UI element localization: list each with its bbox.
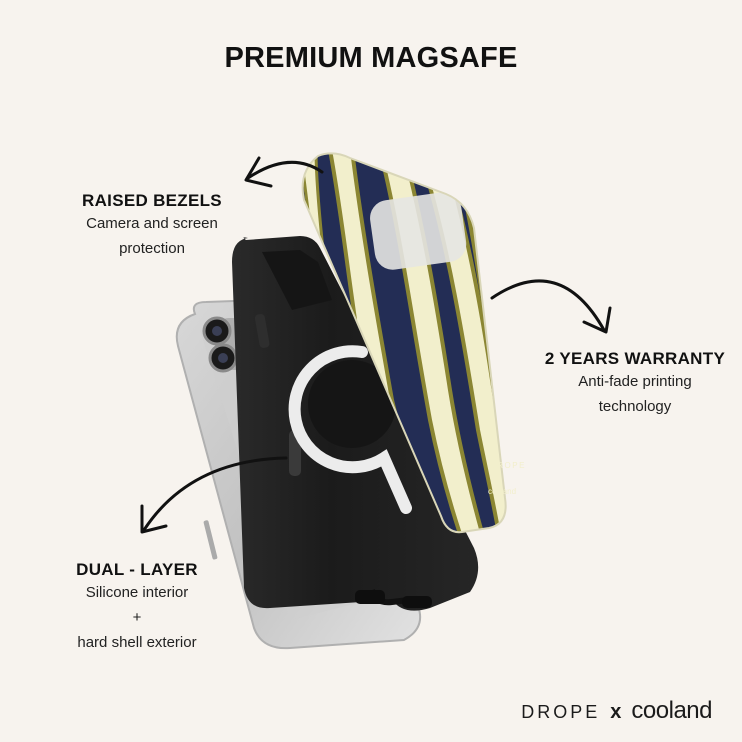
arrow-bezel-icon [244, 156, 324, 188]
feature-description: technology [598, 398, 672, 415]
feature-heading: DUAL - LAYER [76, 560, 198, 579]
magsafe-ring-icon [288, 345, 412, 514]
case-logo-cooland: cooland [488, 487, 516, 496]
brand-lockup: DROPE x cooland [521, 697, 712, 725]
feature-description: + [132, 609, 142, 626]
feature-description: Silicone interior [85, 584, 189, 601]
side-button [254, 314, 270, 348]
camera-window [370, 192, 467, 270]
feature-description: protection [119, 240, 185, 257]
feature-heading: 2 YEARS WARRANTY [544, 349, 726, 368]
feature-warranty: 2 YEARS WARRANTY Anti-fade printing tech… [530, 349, 740, 419]
feature-dual-layer: DUAL - LAYER Silicone interior + hard sh… [42, 560, 232, 655]
brand-cooland: cooland [631, 697, 712, 724]
brand-drope: DROPE [521, 702, 601, 722]
page-title: PREMIUM MAGSAFE [224, 42, 518, 74]
feature-description: hard shell exterior [77, 634, 197, 651]
inner-silicone-case [232, 236, 479, 611]
brand-separator: x [610, 701, 622, 723]
feature-raised-bezels: RAISED BEZELS Camera and screen protecti… [62, 191, 242, 261]
feature-description: Camera and screen [86, 215, 218, 232]
camera-cutout [262, 250, 332, 310]
arrow-dual-layer-icon [140, 456, 288, 534]
case-logo-drope: DROPE [490, 461, 526, 470]
feature-description: Anti-fade printing [578, 373, 692, 390]
arrow-warranty-icon [490, 279, 612, 334]
feature-heading: RAISED BEZELS [82, 191, 222, 210]
